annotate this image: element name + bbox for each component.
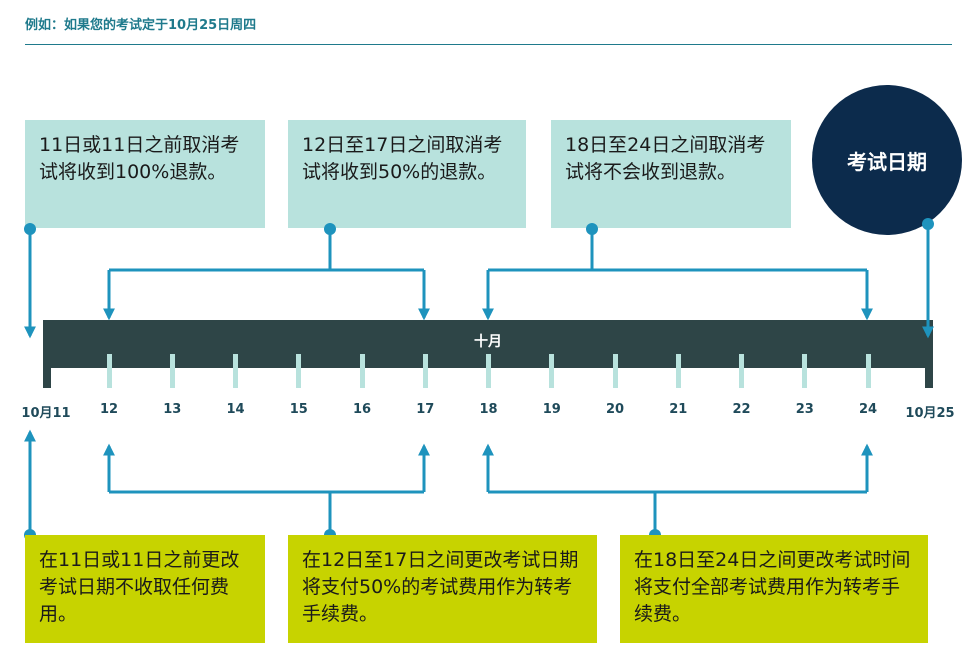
cancel-rule-text-1: 11日或11日之前取消考试将收到100%退款。 bbox=[39, 134, 240, 183]
timeline-tick bbox=[865, 354, 871, 388]
timeline-tick bbox=[486, 354, 491, 388]
timeline-tick-label: 17 bbox=[416, 402, 435, 417]
cancel-rule-box-1: 11日或11日之前取消考试将收到100%退款。 bbox=[25, 120, 265, 228]
timeline-tick-label: 15 bbox=[289, 402, 308, 417]
timeline-tick-label: 21 bbox=[669, 402, 688, 417]
month-label: 十月 bbox=[474, 334, 502, 350]
timeline-tick-label: 14 bbox=[226, 402, 245, 417]
timeline-tick bbox=[802, 354, 808, 388]
cancel-rule-text-3: 18日至24日之间取消考试将不会收到退款。 bbox=[565, 134, 766, 183]
timeline-tick-label: 20 bbox=[605, 402, 625, 417]
timeline-tick bbox=[549, 354, 555, 388]
cancel-rule-box-2: 12日至17日之间取消考试将收到50%的退款。 bbox=[288, 120, 526, 228]
exam-date-badge: 考试日期 bbox=[812, 85, 962, 235]
timeline-tick bbox=[106, 354, 112, 388]
timeline-tick-label: 23 bbox=[795, 402, 814, 417]
timeline-tick-label: 18 bbox=[479, 402, 498, 417]
timeline-tick bbox=[675, 354, 681, 388]
timeline-tick-label: 16 bbox=[352, 402, 372, 417]
reschedule-rule-box-3: 在18日至24日之间更改考试时间将支付全部考试费用作为转考手续费。 bbox=[620, 535, 928, 643]
timeline-tick-label: 19 bbox=[542, 402, 561, 417]
cancel-rule-box-3: 18日至24日之间取消考试将不会收到退款。 bbox=[551, 120, 791, 228]
timeline-end-tick bbox=[925, 368, 933, 388]
timeline-tick-label: 12 bbox=[99, 402, 119, 417]
timeline-tick bbox=[739, 354, 744, 388]
timeline-tick bbox=[359, 354, 365, 388]
reschedule-rule-text-2: 在12日至17日之间更改考试日期将支付50%的考试费用作为转考手续费。 bbox=[302, 549, 579, 625]
title-divider bbox=[25, 44, 952, 45]
reschedule-rule-text-1: 在11日或11日之前更改考试日期不收取任何费用。 bbox=[39, 549, 240, 625]
cancel-rule-text-2: 12日至17日之间取消考试将收到50%的退款。 bbox=[302, 134, 503, 183]
reschedule-rule-box-2: 在12日至17日之间更改考试日期将支付50%的考试费用作为转考手续费。 bbox=[288, 535, 597, 643]
timeline-tick-label: 22 bbox=[732, 402, 751, 417]
timeline-tick-label: 10月25 bbox=[905, 406, 955, 421]
timeline-tick-label: 13 bbox=[163, 402, 182, 417]
timeline-tick bbox=[612, 354, 618, 388]
reschedule-rule-box-1: 在11日或11日之前更改考试日期不收取任何费用。 bbox=[25, 535, 265, 643]
timeline-tick bbox=[422, 354, 428, 388]
timeline-tick bbox=[233, 354, 238, 388]
timeline-tick bbox=[296, 354, 302, 388]
timeline-tick-label: 10月11 bbox=[21, 406, 71, 421]
timeline-tick bbox=[169, 354, 175, 388]
page-title: 例如：如果您的考试定于10月25日周四 bbox=[25, 18, 257, 33]
reschedule-rule-text-3: 在18日至24日之间更改考试时间将支付全部考试费用作为转考手续费。 bbox=[634, 549, 911, 625]
timeline-start-tick bbox=[43, 368, 51, 388]
timeline-tick-label: 24 bbox=[858, 402, 878, 417]
exam-date-label: 考试日期 bbox=[847, 149, 927, 174]
